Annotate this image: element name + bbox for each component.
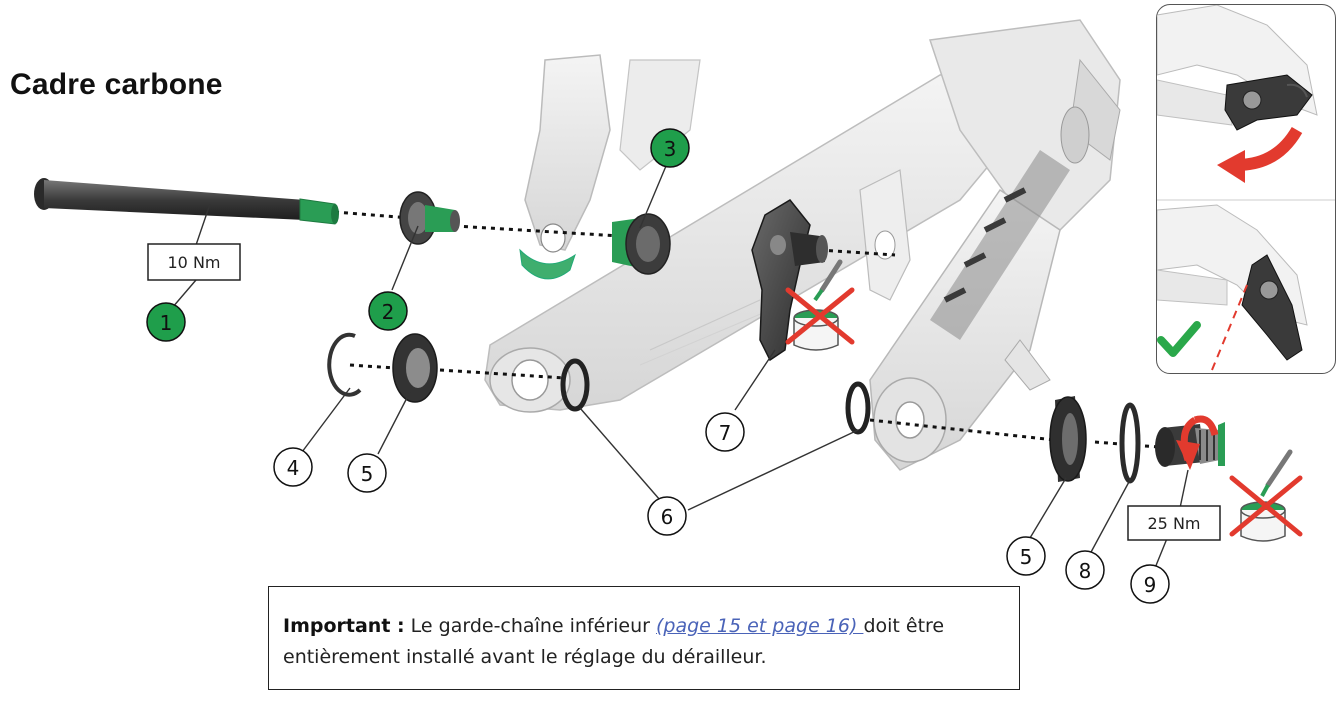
rocker-link xyxy=(869,19,1121,471)
important-note: Important : Le garde-chaîne inférieur (p… xyxy=(268,586,1020,690)
svg-text:5: 5 xyxy=(361,462,374,486)
thru-axle xyxy=(34,178,339,225)
circlip xyxy=(327,332,362,397)
svg-text:10 Nm: 10 Nm xyxy=(168,253,221,272)
callout-6: 6 xyxy=(647,496,687,536)
svg-text:7: 7 xyxy=(719,421,732,445)
hanger-install-inset xyxy=(1156,4,1336,374)
derailleur-hanger xyxy=(751,199,828,362)
callout-5-left: 5 xyxy=(347,453,387,493)
callout-7: 7 xyxy=(705,412,745,452)
bearing-right xyxy=(1049,396,1087,482)
svg-text:9: 9 xyxy=(1144,573,1157,597)
spacer-ring-left xyxy=(560,358,590,412)
svg-text:6: 6 xyxy=(661,505,674,529)
bearing-left xyxy=(392,333,438,403)
torque-label-bolt: 25 Nm xyxy=(1127,505,1221,541)
note-text-after: doit être entièrement installé avant le … xyxy=(283,615,945,668)
callout-9: 9 xyxy=(1130,564,1170,604)
seat-stay xyxy=(524,54,701,251)
svg-text:4: 4 xyxy=(287,456,300,480)
note-text-before: Le garde-chaîne inférieur xyxy=(404,615,656,637)
check-icon xyxy=(1157,321,1201,357)
callout-3: 3 xyxy=(650,128,690,168)
torque-label-axle: 10 Nm xyxy=(147,243,241,281)
no-grease-icon-right xyxy=(1229,449,1303,542)
inset-rotation-arrow-icon xyxy=(1217,126,1303,183)
svg-text:2: 2 xyxy=(382,300,395,324)
bushing xyxy=(612,213,671,275)
svg-text:25 Nm: 25 Nm xyxy=(1148,514,1201,533)
callout-8: 8 xyxy=(1065,550,1105,590)
spacer-ring-right xyxy=(845,381,871,435)
svg-text:1: 1 xyxy=(160,311,173,335)
note-page-link[interactable]: (page 15 et page 16) xyxy=(656,615,864,637)
callout-4: 4 xyxy=(273,447,313,487)
chainstay xyxy=(484,69,1011,413)
svg-text:3: 3 xyxy=(664,137,677,161)
green-seat-washer xyxy=(519,248,576,280)
dropout-stay xyxy=(859,169,911,301)
callout-5-right: 5 xyxy=(1006,536,1046,576)
thin-washer xyxy=(1119,402,1141,484)
no-grease-icon-center xyxy=(785,259,855,351)
rotation-arrow-icon xyxy=(1176,415,1219,470)
leader-lines xyxy=(171,165,1189,569)
callout-1: 1 xyxy=(146,302,186,342)
note-label: Important : xyxy=(283,615,405,637)
svg-text:5: 5 xyxy=(1020,545,1033,569)
callout-2: 2 xyxy=(368,291,408,331)
inset-canvas xyxy=(1157,5,1335,371)
axle-nut xyxy=(399,191,460,245)
svg-text:8: 8 xyxy=(1079,559,1092,583)
page-title: Cadre carbone xyxy=(10,68,223,101)
